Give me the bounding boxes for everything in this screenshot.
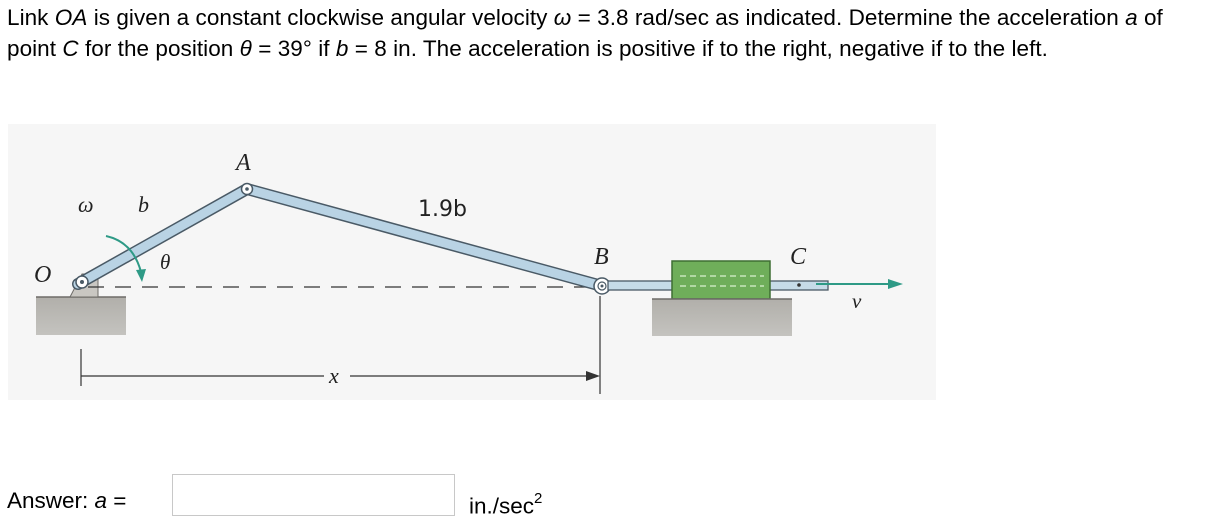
label-O: O <box>34 262 51 288</box>
problem-text: of point <box>7 5 1163 61</box>
problem-text: is given a constant clockwise angular ve… <box>87 5 554 30</box>
x-dimension <box>80 296 601 394</box>
pin-B <box>593 277 611 295</box>
slider-block <box>671 260 771 300</box>
b-symbol: b <box>335 35 349 61</box>
omega-symbol: ω <box>553 5 572 30</box>
answer-unit-exponent: 2 <box>534 490 543 507</box>
problem-statement: Link OA is given a constant clockwise an… <box>7 3 1207 64</box>
answer-label-suffix: = <box>107 488 127 513</box>
point-name: C <box>62 35 79 61</box>
answer-label: Answer: a = <box>7 486 126 516</box>
point-C-marker <box>797 283 801 287</box>
link-name: OA <box>54 5 88 30</box>
accel-symbol: a <box>1125 5 1138 30</box>
ground-left <box>36 296 126 335</box>
problem-text: = 3.8 rad/sec as indicated. Determine th… <box>571 5 1126 30</box>
answer-unit-text: in./sec <box>469 493 535 519</box>
answer-label-symbol: a <box>94 488 108 513</box>
problem-text: for the position <box>78 35 240 61</box>
answer-row: Answer: a = in./sec2 <box>7 472 707 519</box>
ground-right <box>652 298 792 336</box>
theta-symbol: θ <box>239 35 252 61</box>
answer-label-prefix: Answer: <box>7 488 95 513</box>
answer-input[interactable] <box>172 474 455 516</box>
label-b: b <box>138 192 149 217</box>
problem-text: = 8 in. The acceleration is positive if … <box>348 35 1048 61</box>
pin-O <box>75 275 89 289</box>
link-OA <box>72 183 253 290</box>
omega-arc <box>105 235 146 282</box>
label-x: x <box>328 363 339 388</box>
label-v: v <box>852 289 862 313</box>
figure-background <box>8 124 936 400</box>
problem-text: = 39° if <box>251 35 336 61</box>
velocity-arrow <box>816 279 903 289</box>
pin-A <box>240 182 254 196</box>
label-theta: θ <box>160 250 170 274</box>
label-A: A <box>234 150 251 176</box>
label-C: C <box>790 244 807 270</box>
answer-unit: in./sec2 <box>469 486 542 522</box>
problem-text: Link <box>7 5 55 30</box>
link-AB <box>241 183 608 292</box>
label-B: B <box>594 244 609 270</box>
label-omega: ω <box>78 192 94 217</box>
label-1-9b: 1.9b <box>418 197 467 222</box>
mechanism-figure: O A B C ω b θ 1.9b x v <box>8 124 936 400</box>
